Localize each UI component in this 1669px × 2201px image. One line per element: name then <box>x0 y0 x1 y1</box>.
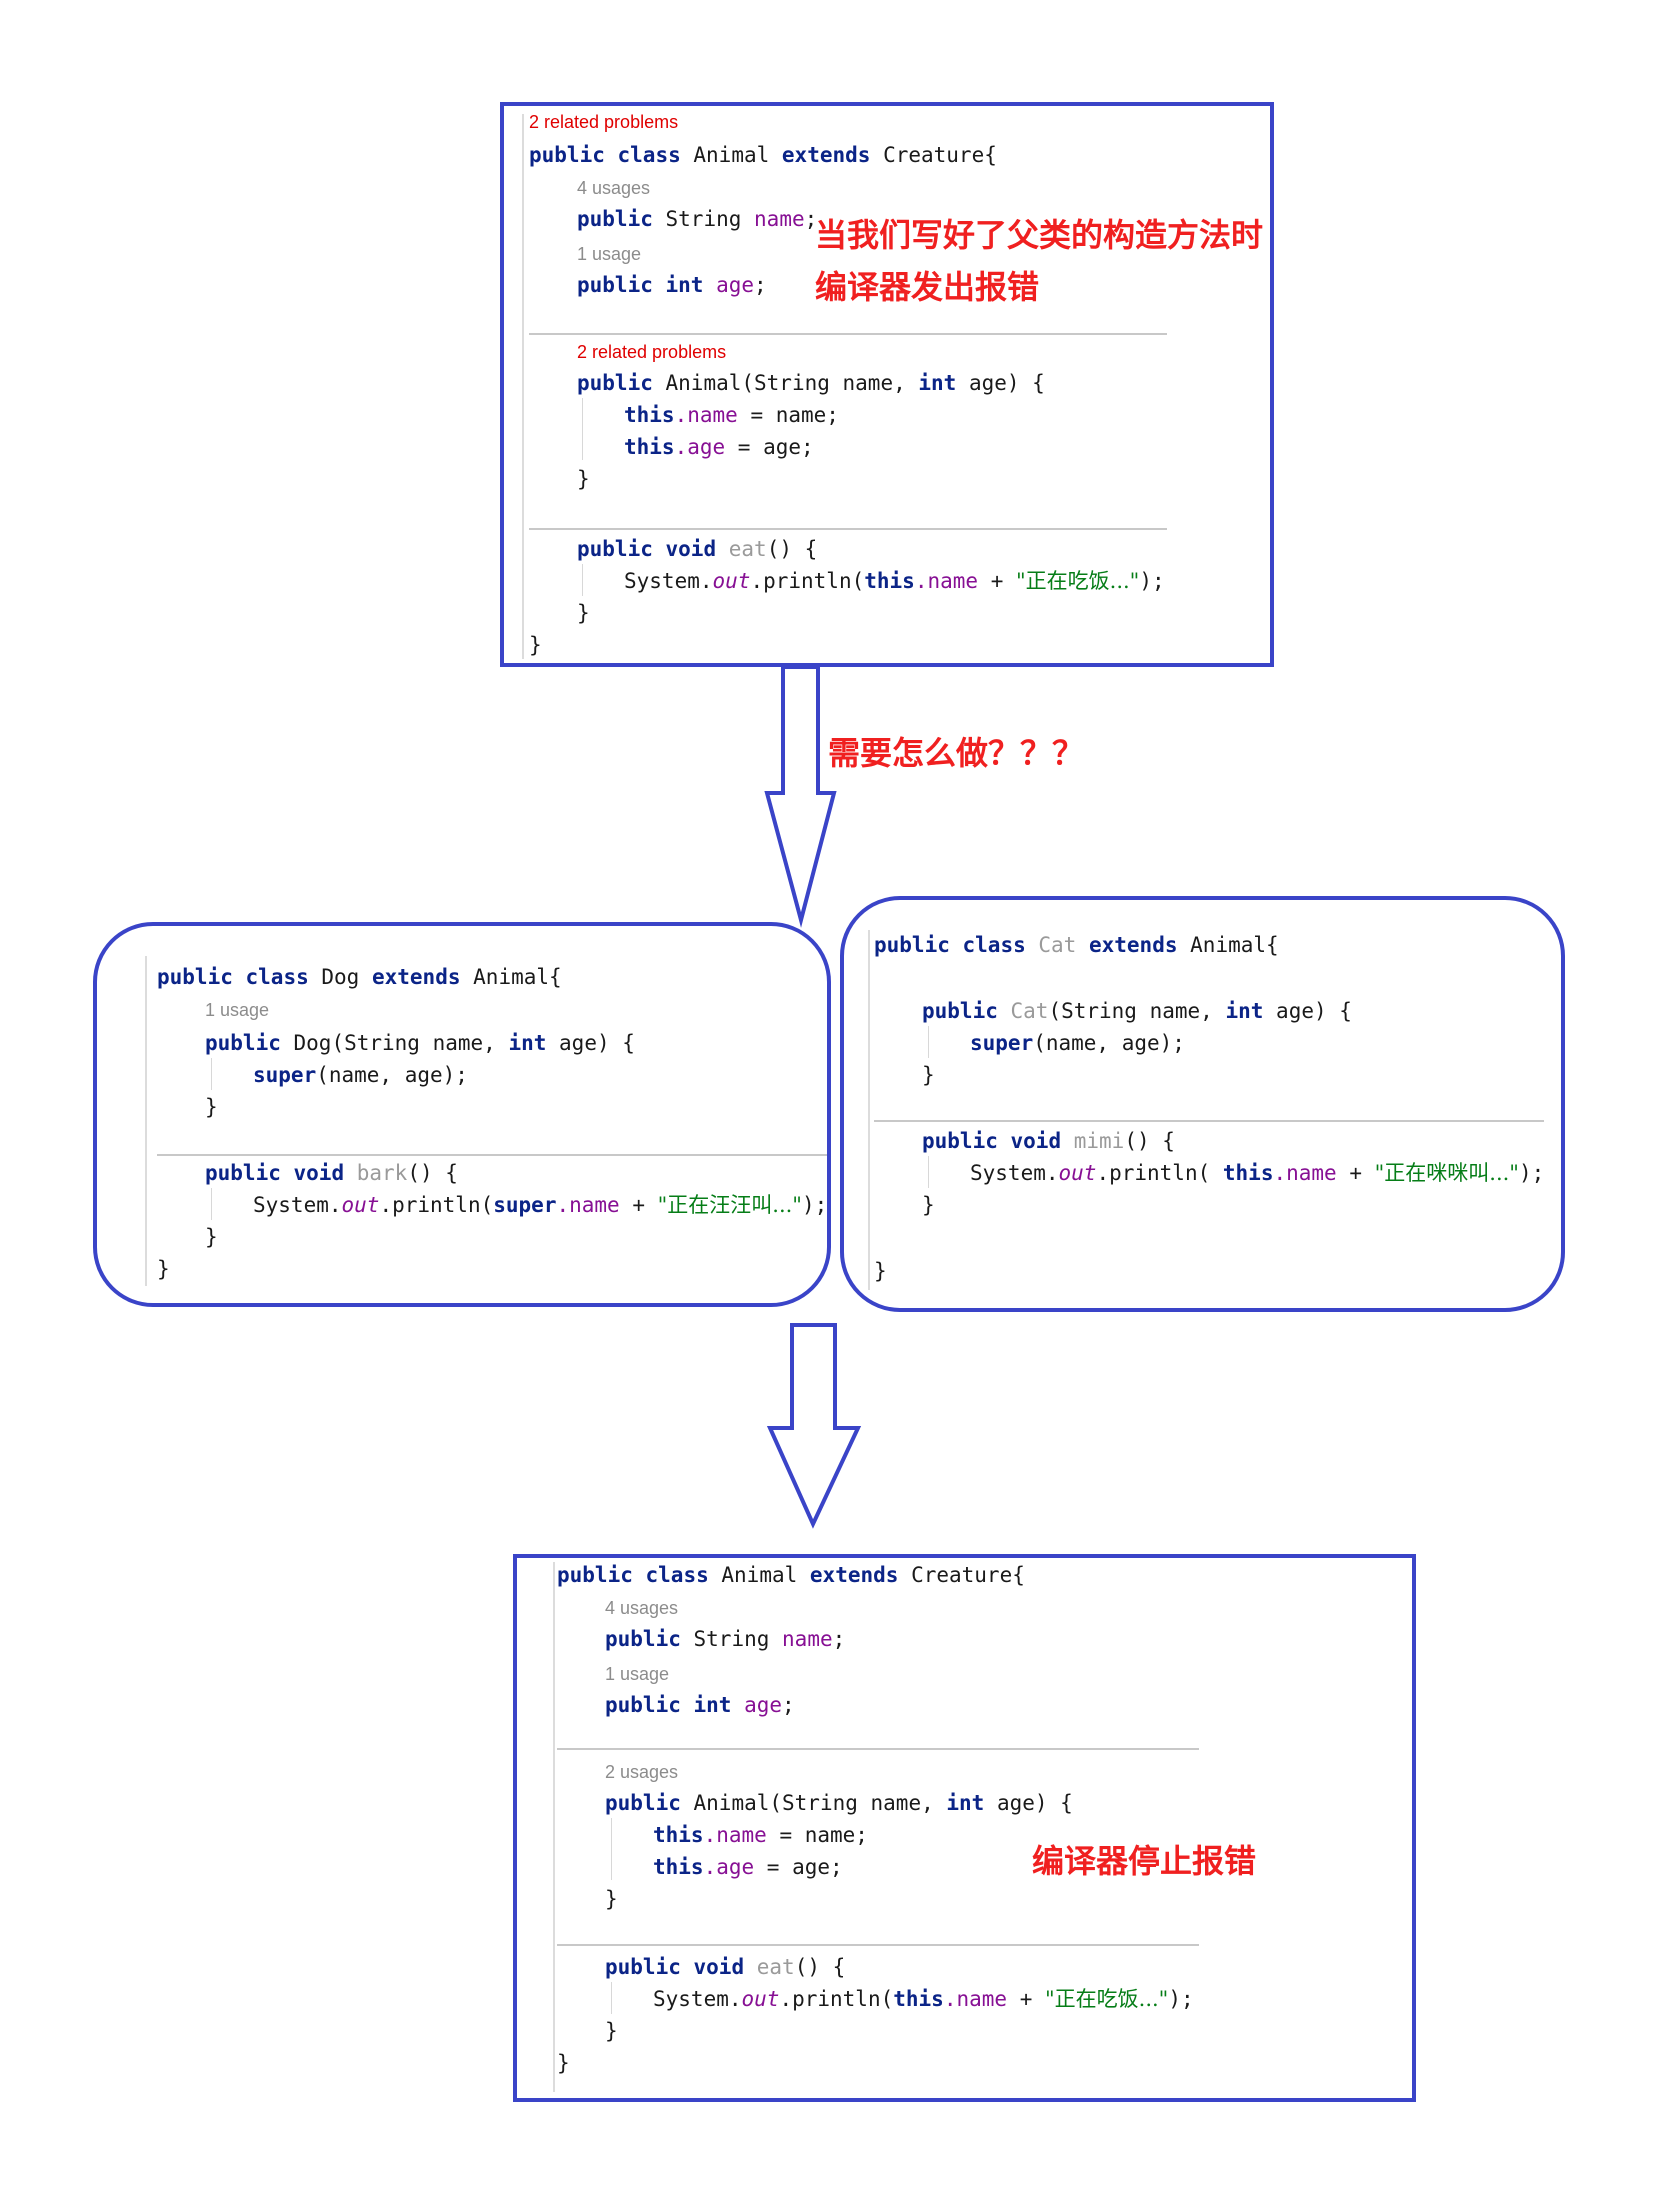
method-body-line: System.out.println(this.name + "正在吃饭..."… <box>624 569 1165 593</box>
method-body-line: System.out.println( this.name + "正在咪咪叫..… <box>970 1161 1545 1185</box>
constructor-signature: public Animal(String name, int age) { <box>577 371 1045 395</box>
method-signature: public void bark() { <box>205 1161 458 1185</box>
super-call-line: super(name, age); <box>253 1063 468 1087</box>
field-name-declaration: public String name; <box>577 207 818 231</box>
closing-brace: } <box>205 1225 218 1249</box>
constructor-body-line: this.name = name; <box>624 403 839 427</box>
closing-brace: } <box>922 1063 935 1087</box>
indent-guide <box>928 1156 929 1188</box>
indent-guide <box>211 1058 212 1090</box>
dog-code-panel: public class Dog extends Animal{ 1 usage… <box>93 922 831 1307</box>
method-signature: public void mimi() { <box>922 1129 1175 1153</box>
gutter-line <box>145 956 147 1286</box>
closing-brace: } <box>605 2019 618 2043</box>
constructor-signature: public Dog(String name, int age) { <box>205 1031 635 1055</box>
closing-brace: } <box>577 601 590 625</box>
indent-guide <box>211 1188 212 1220</box>
animal-code-panel-fixed: public class Animal extends Creature{ 4 … <box>513 1554 1416 2102</box>
closing-brace: } <box>577 467 590 491</box>
method-body-line: System.out.println(super.name + "正在汪汪叫..… <box>253 1193 828 1217</box>
usages-hint[interactable]: 1 usage <box>605 1664 670 1684</box>
gutter-line <box>522 114 524 659</box>
class-closing-brace: } <box>529 633 542 657</box>
closing-brace: } <box>205 1095 218 1119</box>
method-separator <box>557 1748 1199 1750</box>
super-call-line: super(name, age); <box>970 1031 1185 1055</box>
gutter-line <box>553 1562 555 2092</box>
indent-guide <box>582 398 583 460</box>
constructor-signature: public Animal(String name, int age) { <box>605 1791 1073 1815</box>
class-closing-brace: } <box>157 1257 170 1281</box>
related-problems-label[interactable]: 2 related problems <box>577 342 727 362</box>
indent-guide <box>611 1982 612 2014</box>
constructor-signature: public Cat(String name, int age) { <box>922 999 1352 1023</box>
gutter-line <box>868 930 870 1290</box>
class-closing-brace: } <box>874 1259 887 1283</box>
class-declaration: public class Dog extends Animal{ <box>157 965 562 989</box>
field-name-declaration: public String name; <box>605 1627 846 1651</box>
indent-guide <box>928 1026 929 1058</box>
usages-hint[interactable]: 1 usage <box>577 244 642 264</box>
usages-hint[interactable]: 2 usages <box>605 1762 679 1782</box>
class-declaration: public class Animal extends Creature{ <box>557 1563 1025 1587</box>
field-age-declaration: public int age; <box>605 1693 795 1717</box>
fixed-annotation: 编译器停止报错 <box>1032 1842 1257 1880</box>
related-problems-label[interactable]: 2 related problems <box>529 112 679 132</box>
method-separator <box>529 333 1167 335</box>
method-signature: public void eat() { <box>577 537 818 561</box>
usages-hint[interactable]: 1 usage <box>205 1000 270 1020</box>
method-separator <box>874 1120 1544 1122</box>
class-declaration: public class Animal extends Creature{ <box>529 143 997 167</box>
method-body-line: System.out.println(this.name + "正在吃饭..."… <box>653 1987 1194 2011</box>
constructor-body-line: this.age = age; <box>624 435 814 459</box>
error-annotation-line2: 编译器发出报错 <box>815 268 1040 306</box>
constructor-body-line: this.age = age; <box>653 1855 843 1879</box>
method-signature: public void eat() { <box>605 1955 846 1979</box>
method-separator <box>157 1154 827 1156</box>
closing-brace: } <box>605 1887 618 1911</box>
indent-guide <box>611 1818 612 1880</box>
indent-guide <box>582 564 583 596</box>
error-annotation-line1: 当我们写好了父类的构造方法时 <box>815 216 1264 254</box>
cat-code-panel: public class Cat extends Animal{ public … <box>840 896 1565 1312</box>
class-declaration: public class Cat extends Animal{ <box>874 933 1279 957</box>
constructor-body-line: this.name = name; <box>653 1823 868 1847</box>
usages-hint[interactable]: 4 usages <box>577 178 651 198</box>
animal-code-panel-error: 2 related problems public class Animal e… <box>500 102 1274 667</box>
closing-brace: } <box>922 1193 935 1217</box>
class-closing-brace: } <box>557 2051 570 2075</box>
method-separator <box>557 1944 1199 1946</box>
question-annotation: 需要怎么做？？？ <box>828 734 1085 772</box>
method-separator <box>529 528 1167 530</box>
field-age-declaration: public int age; <box>577 273 767 297</box>
usages-hint[interactable]: 4 usages <box>605 1598 679 1618</box>
